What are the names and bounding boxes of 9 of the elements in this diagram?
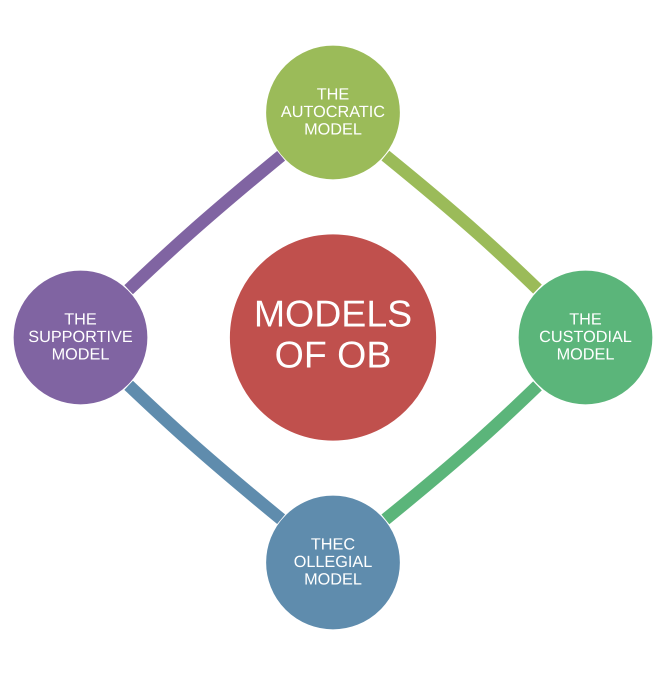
node-circle: THE SUPPORTIVE MODEL <box>12 269 149 406</box>
node-circle: THE AUTOCRATIC MODEL <box>264 44 402 181</box>
connector <box>381 150 542 294</box>
node-circle: THEC OLLEGIAL MODEL <box>264 494 402 631</box>
connector <box>381 381 542 524</box>
node-circle: MODELS OF OB <box>228 233 438 442</box>
node-circle: THE CUSTODIAL MODEL <box>517 269 654 406</box>
connector <box>124 150 286 294</box>
connector <box>124 380 286 524</box>
